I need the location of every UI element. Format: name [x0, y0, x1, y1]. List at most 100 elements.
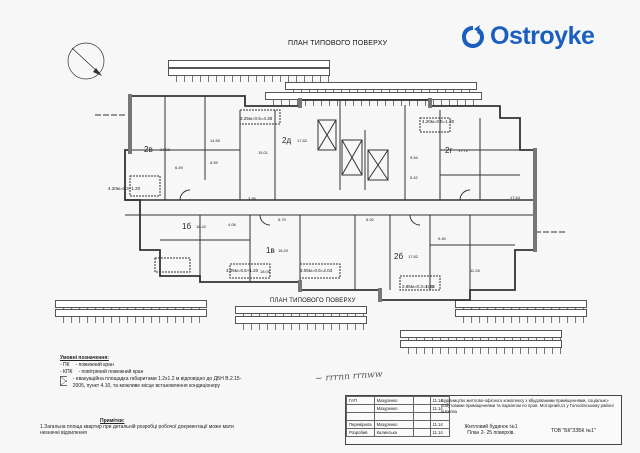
- brand-name: Ostroyke: [490, 22, 595, 50]
- dimension-cell: [362, 100, 370, 106]
- legend: Умовні позначення: - ПК - пожежний кран …: [60, 355, 250, 390]
- dimension-cell: [136, 317, 144, 323]
- ostroyke-logo-icon: [462, 24, 484, 48]
- legend-item: - евакуаційна площадка габаритами 1.2х1.…: [60, 376, 250, 390]
- dimension-cell: [537, 348, 545, 354]
- apartment-label: 2г: [445, 146, 453, 155]
- dimension-cell: [370, 100, 378, 106]
- dimension-cell: [552, 317, 560, 323]
- dimension-cell: [480, 317, 488, 323]
- room-area: 9.54: [410, 155, 418, 160]
- dimension-cell: [466, 100, 474, 106]
- room-area: 5.92: [366, 217, 374, 222]
- legend-code: - КПК: [60, 369, 73, 375]
- legend-evac-text: - евакуаційна площадка габаритами 1.2х1.…: [72, 376, 242, 389]
- dimension-cell: [257, 76, 265, 82]
- dimension-cell: [185, 76, 193, 82]
- dimension-cell: [544, 317, 552, 323]
- dimension-cell: [394, 100, 402, 106]
- name-cell: Мазуренко: [373, 420, 414, 429]
- dimension-cell: [128, 317, 136, 323]
- dimension-cell: [217, 76, 225, 82]
- dimension-cell: [282, 100, 290, 106]
- dimension-cell: [348, 324, 356, 330]
- project-name: Житловий будинок №1 План 2- 25 поверхів.: [441, 424, 541, 436]
- table-row: Мазуренко 11.14: [346, 404, 450, 413]
- dimension-cell: [402, 100, 410, 106]
- dimension-cell: [313, 76, 321, 82]
- dimension-cell: [305, 76, 313, 82]
- evacuation-area-icon: [60, 376, 67, 386]
- dimension-cell: [378, 100, 386, 106]
- dimension-cell: [472, 317, 480, 323]
- plan-title: ПЛАН ТИПОВОГО ПОВЕРХУ: [288, 40, 388, 47]
- role-cell: Перевірила: [346, 420, 375, 429]
- dimension-cell: [249, 76, 257, 82]
- dimension-cell: [449, 348, 457, 354]
- signature-table: ГАП Мазуренко 11.14 Мазуренко 11.14 Пере…: [346, 396, 450, 437]
- dimension-cell: [450, 100, 458, 106]
- note-text: 1.Загальна площа квартир при детальній р…: [40, 424, 234, 436]
- apartment-area: 17.90: [160, 147, 171, 152]
- spacer-cell: [373, 412, 414, 421]
- legend-heading: Умовні позначення:: [60, 355, 109, 361]
- dimension-cell: [88, 317, 96, 323]
- dimension-cell: [497, 348, 505, 354]
- dimension-cell: [274, 100, 282, 106]
- room-area: 9.45: [438, 236, 446, 241]
- dimension-cell: [72, 317, 80, 323]
- role-cell: ГАП: [346, 396, 375, 405]
- dimension-strip: [55, 309, 207, 323]
- dimension-cell: [236, 324, 244, 330]
- dimension-cell: [266, 100, 274, 106]
- dimension-cell: [193, 76, 201, 82]
- dimension-cell: [225, 76, 233, 82]
- room-area: 4.06: [228, 222, 236, 227]
- balcony-label: 4.20м=0.5=1.20: [422, 119, 455, 124]
- table-row: [346, 412, 450, 421]
- dimension-cell: [104, 317, 112, 323]
- room-area: 17.52: [425, 284, 436, 289]
- dimension-cell: [512, 317, 520, 323]
- dimension-cell: [284, 324, 292, 330]
- dimension-cell: [201, 76, 209, 82]
- dimension-cell: [169, 76, 177, 82]
- room-area: 8.59: [210, 160, 218, 165]
- room-area: 17.64: [510, 195, 521, 200]
- dimension-cell: [458, 100, 466, 106]
- dimension-cell: [209, 76, 217, 82]
- dimension-cell: [354, 100, 362, 106]
- dimension-cell: [504, 317, 512, 323]
- dimension-cell: [332, 324, 340, 330]
- dimension-strip: [455, 309, 587, 323]
- dimension-cell: [456, 317, 464, 323]
- dimension-cell: [528, 317, 536, 323]
- dimension-cell: [536, 317, 544, 323]
- dimension-cell: [346, 100, 354, 106]
- signature-cell: [412, 428, 431, 437]
- dimension-cell: [184, 317, 192, 323]
- room-area: 5.79: [278, 217, 286, 222]
- signature-cell: [412, 420, 431, 429]
- plan-title-bottom: ПЛАН ТИПОВОГО ПОВЕРХУ: [270, 298, 356, 304]
- dimension-cell: [417, 348, 425, 354]
- name-cell: Мазуренко: [373, 404, 414, 413]
- spacer-cell: [412, 412, 431, 421]
- dimension-cell: [330, 100, 338, 106]
- balcony-label: 4.20м=0.3+1.20: [108, 186, 141, 191]
- dimension-cell: [426, 100, 434, 106]
- dimension-cell: [425, 348, 433, 354]
- dimension-cell: [481, 348, 489, 354]
- apartment-label: 2б: [394, 252, 404, 261]
- dimension-cell: [505, 348, 513, 354]
- project-title: Житловий будинок №1: [464, 424, 518, 430]
- apartment-area: 18.20: [278, 248, 289, 253]
- dimension-cell: [292, 324, 300, 330]
- dimension-cell: [177, 76, 185, 82]
- dimension-cell: [260, 324, 268, 330]
- dimension-cell: [441, 348, 449, 354]
- name-cell: Калинська: [373, 428, 414, 437]
- table-row: Перевірила Мазуренко 11.14: [346, 420, 450, 429]
- dimension-cell: [433, 348, 441, 354]
- dimension-cell: [529, 348, 537, 354]
